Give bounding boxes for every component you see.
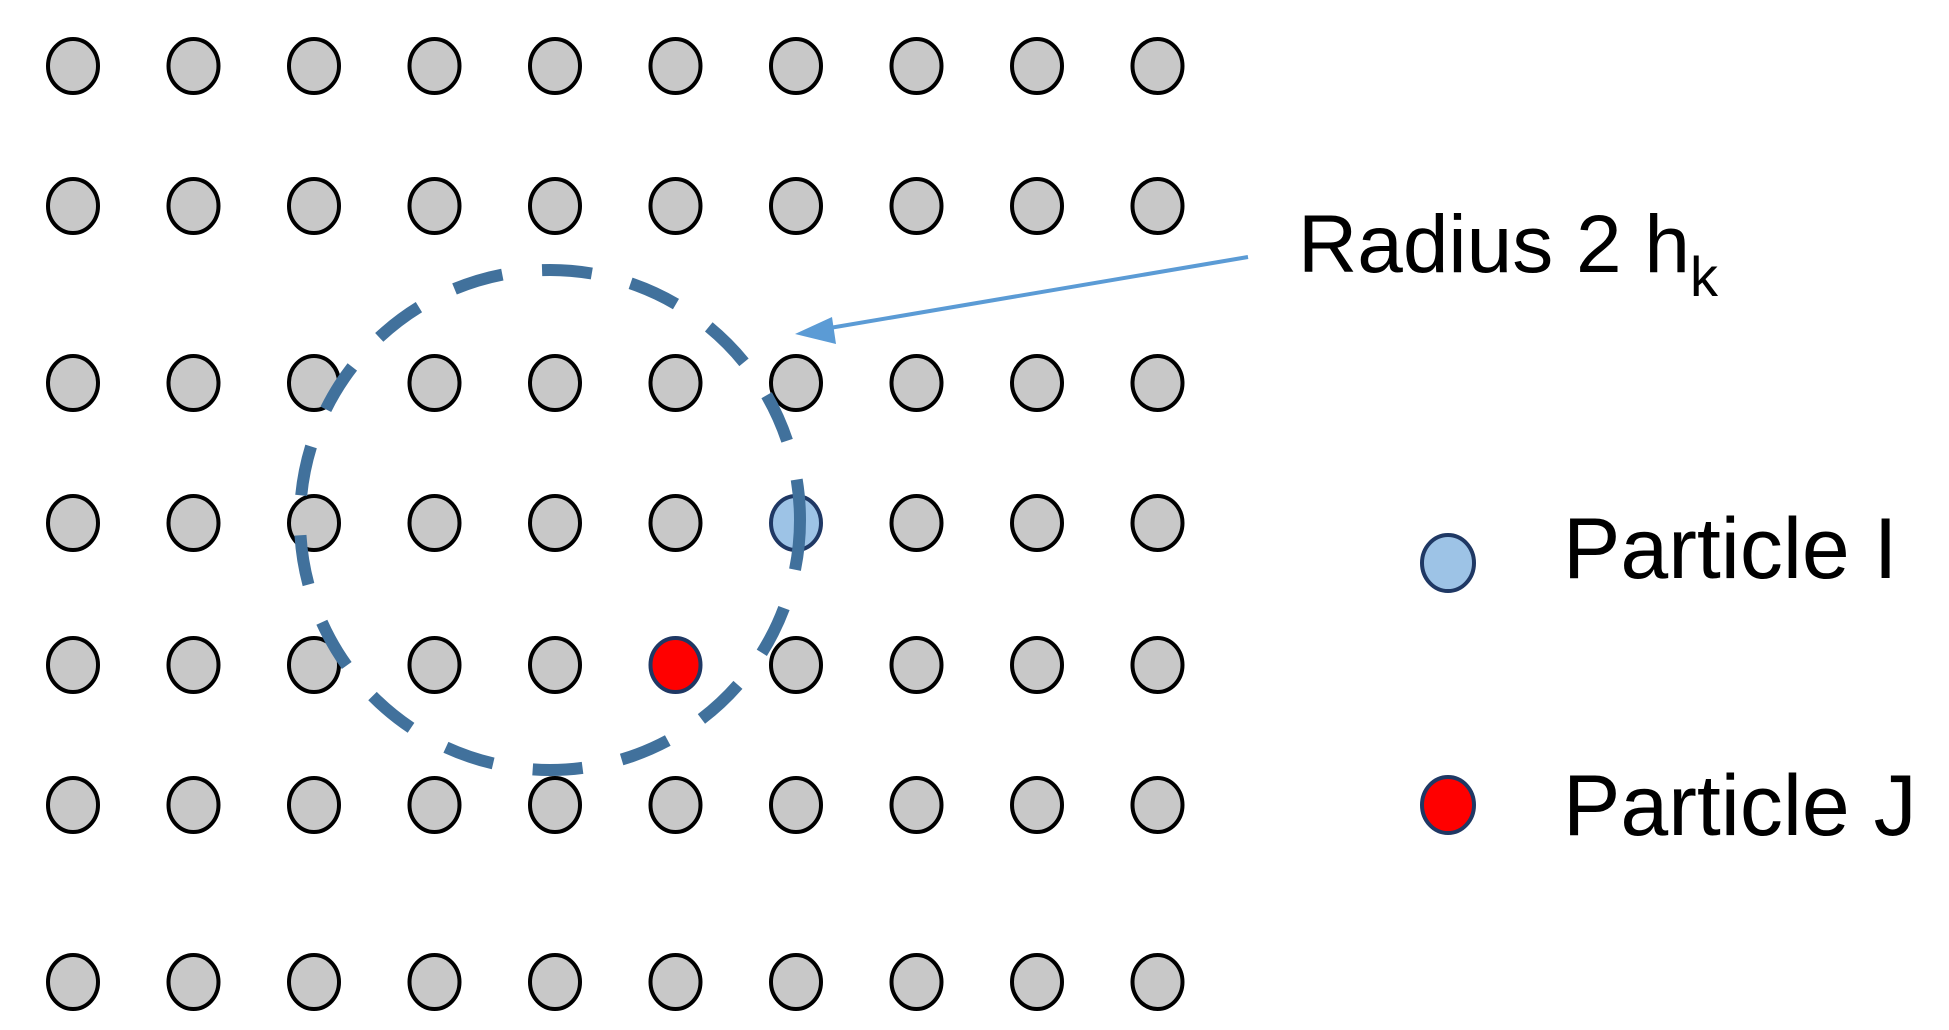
particle bbox=[889, 177, 944, 235]
particle bbox=[46, 776, 100, 834]
particle bbox=[1130, 354, 1185, 412]
particle bbox=[166, 953, 221, 1011]
particle bbox=[407, 354, 462, 412]
particle bbox=[648, 953, 703, 1011]
particle bbox=[1130, 494, 1185, 552]
particle bbox=[1010, 354, 1064, 412]
particle bbox=[166, 177, 221, 235]
particle bbox=[889, 494, 944, 552]
particle bbox=[889, 636, 944, 694]
particle bbox=[46, 37, 100, 95]
particle bbox=[1010, 177, 1064, 235]
legend: Particle I Particle J bbox=[1420, 501, 1917, 854]
particle bbox=[46, 953, 100, 1011]
legend-marker-particle-j bbox=[1420, 775, 1476, 835]
particle bbox=[1130, 177, 1185, 235]
legend-marker-particle-i bbox=[1420, 533, 1476, 593]
particle bbox=[1130, 37, 1185, 95]
particle bbox=[769, 776, 823, 834]
radius-label-main: Radius 2 h bbox=[1298, 199, 1690, 290]
particle bbox=[528, 354, 582, 412]
particle bbox=[648, 354, 703, 412]
particle bbox=[407, 636, 462, 694]
particle bbox=[528, 37, 582, 95]
particle bbox=[769, 354, 823, 412]
particle bbox=[407, 37, 462, 95]
particle bbox=[46, 636, 100, 694]
particle bbox=[46, 354, 100, 412]
particle bbox=[648, 37, 703, 95]
particle bbox=[528, 494, 582, 552]
particle bbox=[648, 494, 703, 552]
particle bbox=[1130, 776, 1185, 834]
particle bbox=[46, 494, 100, 552]
radius-label: Radius 2 hk bbox=[1298, 199, 1719, 308]
particle bbox=[407, 953, 462, 1011]
particle bbox=[889, 354, 944, 412]
particle bbox=[528, 776, 582, 834]
particle bbox=[889, 37, 944, 95]
particle bbox=[1010, 494, 1064, 552]
legend-label-particle-j: Particle J bbox=[1563, 758, 1917, 854]
particle bbox=[769, 37, 823, 95]
particle bbox=[287, 177, 341, 235]
particle bbox=[166, 494, 221, 552]
legend-label-particle-i: Particle I bbox=[1563, 501, 1898, 597]
particle bbox=[1130, 636, 1185, 694]
particle bbox=[407, 494, 462, 552]
particle bbox=[1010, 953, 1064, 1011]
particle bbox=[46, 177, 100, 235]
particle bbox=[1010, 776, 1064, 834]
particle bbox=[166, 354, 221, 412]
smoothing-radius-circle bbox=[294, 264, 806, 776]
radius-pointer-arrow bbox=[795, 255, 1249, 344]
particle bbox=[528, 177, 582, 235]
particle bbox=[528, 953, 582, 1011]
particle bbox=[166, 37, 221, 95]
particle bbox=[889, 953, 944, 1011]
particle bbox=[648, 177, 703, 235]
particle bbox=[769, 953, 823, 1011]
particle bbox=[1010, 636, 1064, 694]
particle bbox=[407, 776, 462, 834]
legend-item-particle-j: Particle J bbox=[1420, 758, 1917, 854]
particle bbox=[166, 776, 221, 834]
particle bbox=[528, 636, 582, 694]
particle-grid bbox=[46, 37, 1185, 1011]
radius-label-subscript: k bbox=[1690, 245, 1719, 308]
particle bbox=[287, 776, 341, 834]
particle bbox=[287, 636, 341, 694]
particle-j bbox=[648, 636, 703, 694]
particle bbox=[287, 37, 341, 95]
particle bbox=[166, 636, 221, 694]
particle bbox=[648, 776, 703, 834]
legend-item-particle-i: Particle I bbox=[1420, 501, 1898, 597]
particle bbox=[287, 953, 341, 1011]
particle bbox=[1130, 953, 1185, 1011]
particle bbox=[889, 776, 944, 834]
particle bbox=[1010, 37, 1064, 95]
particle bbox=[769, 177, 823, 235]
particle bbox=[407, 177, 462, 235]
particle bbox=[769, 636, 823, 694]
